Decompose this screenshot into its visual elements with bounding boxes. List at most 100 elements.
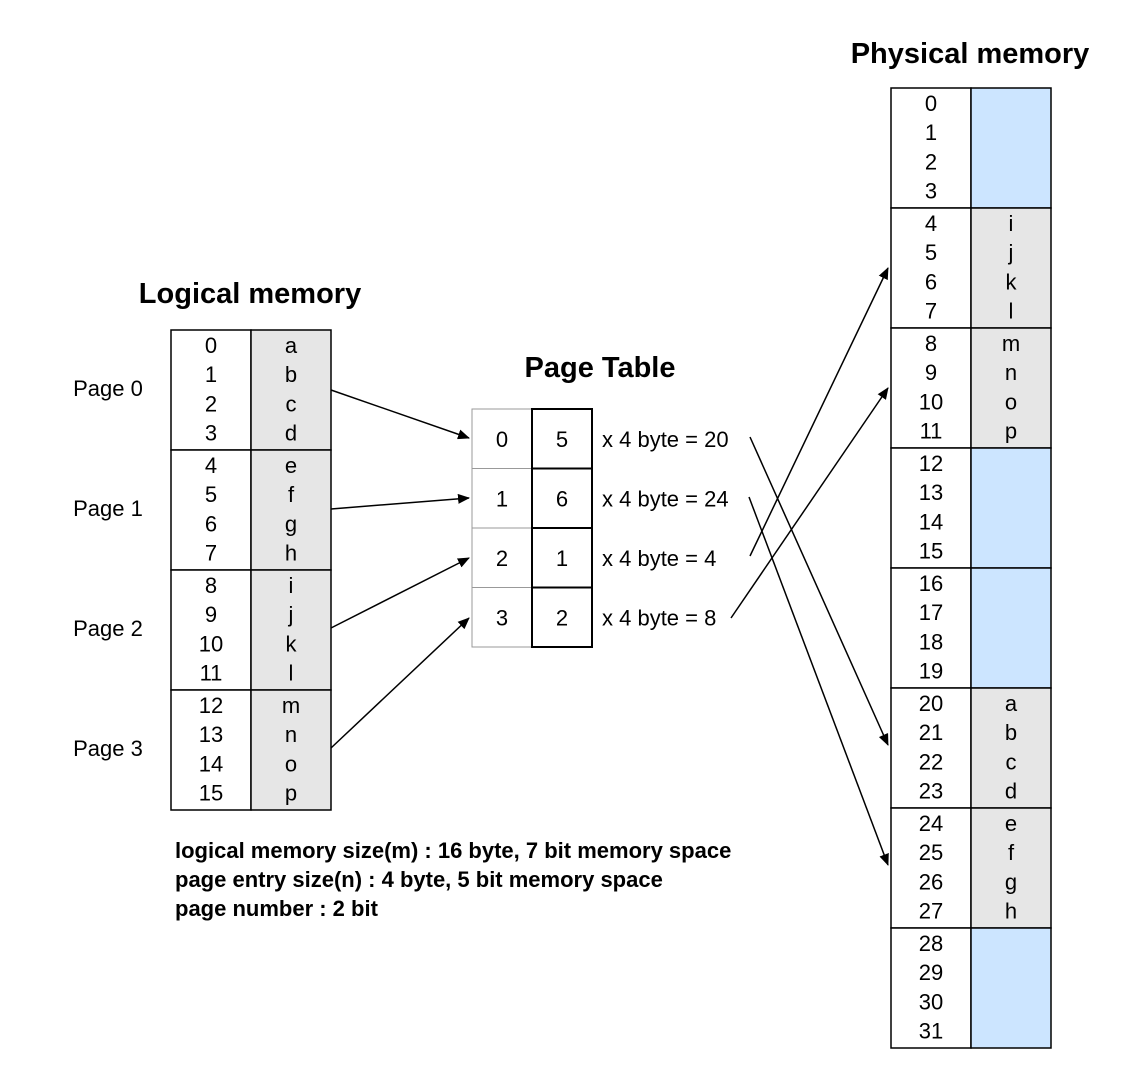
physical-data-value: d (1005, 779, 1017, 804)
arrow-page1-to-entry1 (330, 493, 470, 510)
logical-address-cell (170, 449, 252, 571)
physical-address-cell (890, 207, 972, 329)
physical-address: 9 (925, 360, 937, 385)
logical-address: 9 (205, 602, 217, 627)
physical-data-value: a (1005, 691, 1018, 716)
page-label: Page 1 (73, 496, 143, 521)
physical-data-cell (970, 807, 1052, 929)
logical-address: 7 (205, 541, 217, 566)
logical-address: 11 (200, 661, 223, 686)
logical-data-value: h (285, 541, 297, 566)
arrow-page2-to-entry2 (330, 557, 470, 629)
page-number: 0 (496, 427, 508, 452)
physical-memory-table: 01234567ijkl891011mnop121314151617181920… (890, 87, 1052, 1049)
arrow-entry0-to-frame5 (749, 436, 889, 746)
logical-data-value: g (285, 511, 297, 536)
logical-data-value: d (285, 421, 297, 446)
physical-address: 14 (919, 509, 943, 534)
frame-number: 1 (556, 546, 568, 571)
physical-data-value: o (1005, 389, 1017, 414)
physical-address: 23 (919, 779, 943, 804)
physical-address: 11 (920, 419, 943, 444)
physical-address: 6 (925, 269, 937, 294)
logical-data-value: a (285, 333, 298, 358)
frame-number: 5 (556, 427, 568, 452)
logical-address-cell (170, 689, 252, 811)
note-page-number: page number : 2 bit (175, 896, 379, 921)
logical-data-value: f (288, 482, 295, 507)
physical-data-value: k (1006, 269, 1018, 294)
physical-address-cell (890, 327, 972, 449)
physical-address: 25 (919, 840, 943, 865)
physical-memory-title: Physical memory (851, 38, 1090, 70)
physical-data-value: p (1005, 419, 1017, 444)
physical-empty-frame (970, 87, 1052, 209)
logical-address: 10 (199, 631, 223, 656)
mapping-arrows (330, 267, 889, 866)
logical-data-value: m (282, 693, 300, 718)
logical-address: 1 (205, 362, 217, 387)
logical-address-cell (170, 329, 252, 451)
logical-data-cell (250, 569, 332, 691)
physical-data-value: c (1006, 749, 1017, 774)
physical-data-cell (970, 327, 1052, 449)
physical-data-value: m (1002, 331, 1020, 356)
physical-empty-frame (970, 567, 1052, 689)
physical-address: 20 (919, 691, 943, 716)
physical-data-value: g (1005, 869, 1017, 894)
logical-address: 6 (205, 511, 217, 536)
physical-empty-frame (970, 447, 1052, 569)
physical-address: 24 (919, 811, 943, 836)
physical-address: 29 (919, 960, 943, 985)
physical-address: 31 (919, 1019, 943, 1044)
physical-address: 2 (925, 149, 937, 174)
logical-data-value: o (285, 751, 297, 776)
physical-address: 8 (925, 331, 937, 356)
physical-address: 7 (925, 299, 937, 324)
physical-address: 5 (925, 240, 937, 265)
physical-data-cell (970, 687, 1052, 809)
physical-address: 18 (919, 629, 943, 654)
physical-data-value: j (1008, 240, 1014, 265)
page-number-cell (471, 587, 533, 648)
physical-address: 26 (919, 869, 943, 894)
frame-offset-note: x 4 byte = 8 (602, 605, 716, 630)
physical-address: 17 (919, 600, 943, 625)
logical-address: 3 (205, 421, 217, 446)
physical-address: 4 (925, 211, 937, 236)
frame-number-cell (531, 586, 593, 648)
physical-address-cell (890, 447, 972, 569)
note-logical-memory-size: logical memory size(m) : 16 byte, 7 bit … (175, 838, 731, 863)
physical-address: 16 (919, 571, 943, 596)
physical-address: 22 (919, 749, 943, 774)
physical-address-cell (890, 927, 972, 1049)
frame-number-cell (531, 467, 593, 529)
frame-offset-note: x 4 byte = 24 (602, 486, 729, 511)
physical-address: 1 (925, 120, 937, 145)
physical-address: 21 (919, 720, 943, 745)
page-number-cell (471, 468, 533, 529)
physical-address: 0 (925, 91, 937, 116)
frame-offset-note: x 4 byte = 20 (602, 427, 729, 452)
frame-number: 6 (556, 486, 568, 511)
physical-data-value: b (1005, 720, 1017, 745)
physical-address: 12 (919, 451, 943, 476)
page-number: 1 (496, 486, 508, 511)
logical-data-value: l (289, 661, 294, 686)
logical-data-value: i (289, 573, 294, 598)
page-number: 3 (496, 605, 508, 630)
logical-data-value: p (285, 781, 297, 806)
arrow-page0-to-entry0 (330, 389, 470, 440)
physical-address: 15 (919, 539, 943, 564)
page-label: Page 0 (73, 376, 143, 401)
frame-offset-note: x 4 byte = 4 (602, 546, 716, 571)
physical-data-value: e (1005, 811, 1017, 836)
logical-data-value: e (285, 453, 297, 478)
logical-data-value: b (285, 362, 297, 387)
logical-data-value: j (288, 602, 294, 627)
page-label: Page 3 (73, 736, 143, 761)
physical-address: 30 (919, 989, 943, 1014)
